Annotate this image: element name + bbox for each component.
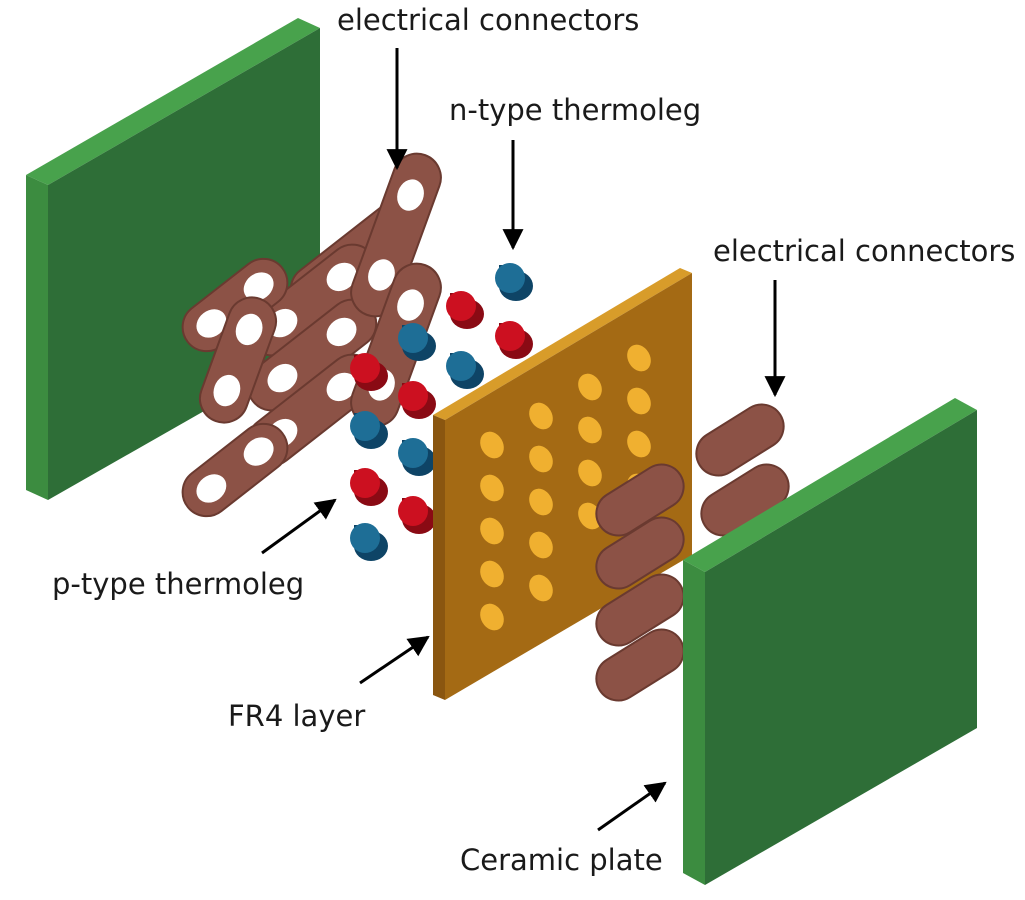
thermoleg-top: [495, 321, 525, 351]
label-ceramic-plate: Ceramic plate: [460, 843, 663, 877]
thermoleg-top: [350, 523, 380, 553]
fr4-hole: [480, 560, 504, 588]
fr4-hole: [529, 445, 553, 473]
fr4-hole: [578, 416, 602, 444]
thermoleg-top: [350, 468, 380, 498]
fr4-hole: [480, 431, 504, 459]
thermolegs: [350, 263, 533, 561]
fr4-hole: [529, 402, 553, 430]
connector-hole: [397, 179, 424, 211]
connector-hole: [368, 259, 395, 291]
connector-hole: [397, 289, 424, 321]
connector-tab: [246, 298, 378, 412]
fr4-hole: [578, 373, 602, 401]
connector-hole: [326, 262, 357, 292]
thermoleg-top: [398, 438, 428, 468]
n-type-thermoleg: [398, 323, 436, 361]
label-fr4-layer: FR4 layer: [228, 699, 366, 733]
connector-hole: [326, 372, 357, 402]
thermoleg-top: [350, 353, 380, 383]
connector-strip-body: [595, 573, 685, 647]
connector-tab: [350, 152, 442, 318]
thermoleg-top: [398, 323, 428, 353]
fr4-hole: [480, 517, 504, 545]
p-type-thermoleg: [350, 468, 388, 506]
electrical-connectors-right: [595, 403, 790, 702]
connector-hole: [213, 374, 241, 407]
thermoleg-top: [446, 291, 476, 321]
arrow-fr4: [359, 635, 430, 685]
p-type-thermoleg: [446, 291, 484, 329]
connector-hole: [267, 363, 298, 393]
connector-hole: [196, 309, 227, 338]
thermoleg-top: [398, 381, 428, 411]
n-type-thermoleg: [446, 351, 484, 389]
fr4-hole: [480, 603, 504, 631]
connector-hole: [243, 437, 274, 466]
connector-strip-body: [595, 516, 685, 590]
label-electrical-connectors-right: electrical connectors: [713, 234, 1016, 268]
ceramic-plate-right: [683, 398, 977, 885]
label-n-type-thermoleg: n-type thermoleg: [449, 93, 702, 127]
connector-hole: [326, 317, 357, 347]
connector-tab: [181, 422, 289, 518]
fr4-hole: [529, 574, 553, 602]
thermoleg-top: [446, 351, 476, 381]
connector-strip-body: [595, 628, 685, 702]
connector-hole: [243, 272, 274, 301]
fr4-hole: [627, 430, 651, 458]
connector-strip: [595, 628, 685, 702]
fr4-hole: [578, 459, 602, 487]
n-type-thermoleg: [350, 411, 388, 449]
arrow-ceramic: [597, 781, 667, 832]
n-type-thermoleg: [398, 438, 436, 476]
p-type-thermoleg: [495, 321, 533, 359]
p-type-thermoleg: [398, 496, 436, 534]
connector-strip: [595, 463, 685, 537]
connector-strip: [695, 403, 785, 477]
arrow-ptype: [261, 498, 337, 555]
thermoleg-top: [350, 411, 380, 441]
connector-strip-body: [695, 403, 785, 477]
annotation-arrows: [261, 48, 786, 832]
fr4-hole: [480, 474, 504, 502]
connector-hole: [235, 313, 263, 346]
fr4-hole: [529, 531, 553, 559]
label-electrical-connectors-top: electrical connectors: [337, 3, 640, 37]
fr4-hole: [627, 387, 651, 415]
connector-strip: [595, 573, 685, 647]
n-type-thermoleg: [495, 263, 533, 301]
fr4-hole: [529, 488, 553, 516]
thermoleg-top: [495, 263, 525, 293]
p-type-thermoleg: [398, 381, 436, 419]
connector-strip-body: [595, 463, 685, 537]
p-type-thermoleg: [350, 353, 388, 391]
connector-hole: [196, 474, 227, 503]
connector-strip: [595, 516, 685, 590]
thermoleg-top: [398, 496, 428, 526]
label-p-type-thermoleg: p-type thermoleg: [52, 567, 305, 601]
connector-tab: [198, 296, 278, 424]
n-type-thermoleg: [350, 523, 388, 561]
fr4-hole: [627, 344, 651, 372]
connector-body: [181, 422, 289, 518]
